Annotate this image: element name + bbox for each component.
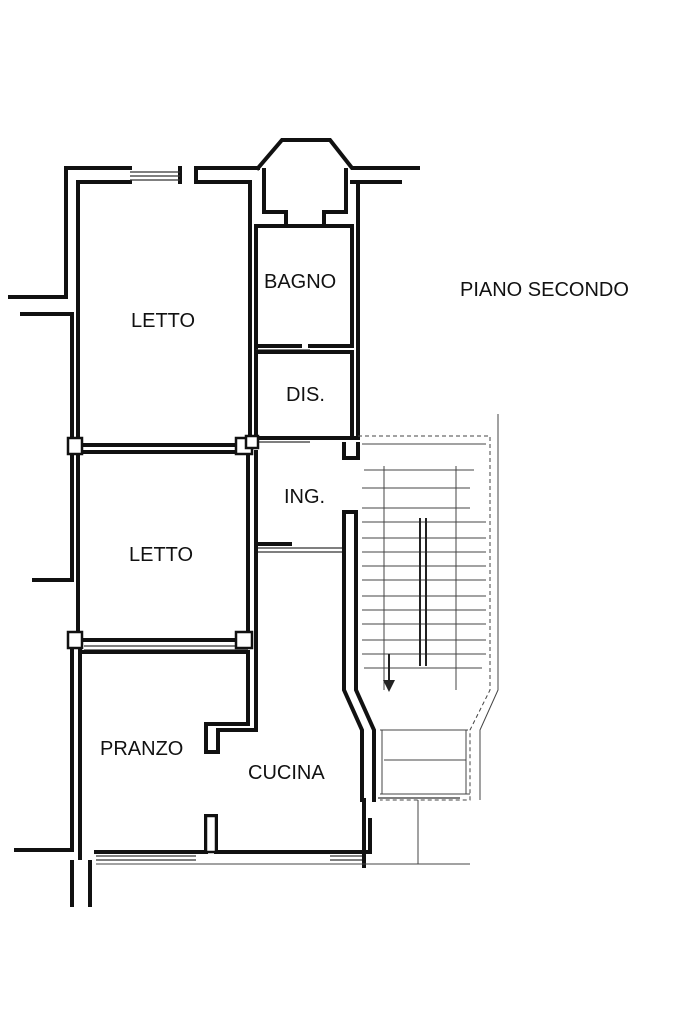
window-north-letto (130, 171, 180, 181)
room-label-ing: ING. (284, 486, 325, 508)
room-label-dis: DIS. (286, 384, 325, 406)
pillars (66, 434, 260, 854)
interior-walls (76, 180, 470, 868)
room-label-bagno: BAGNO (264, 271, 336, 293)
floor-title: PIANO SECONDO (460, 279, 629, 301)
room-label-pranzo: PRANZO (100, 738, 183, 760)
room-label-letto-1: LETTO (131, 310, 195, 332)
staircase (358, 414, 499, 864)
room-label-letto-2: LETTO (129, 544, 193, 566)
room-label-cucina: CUCINA (248, 762, 325, 784)
exterior-walls (8, 138, 420, 907)
